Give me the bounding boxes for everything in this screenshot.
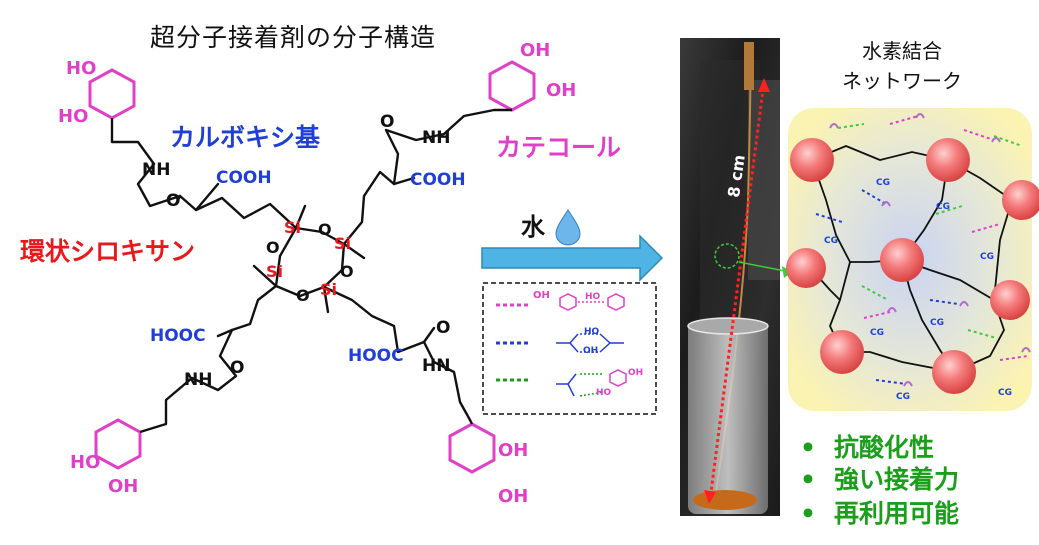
group-o: O	[166, 191, 181, 211]
network-spheres	[786, 138, 1039, 394]
group-si: Si	[320, 280, 338, 299]
cg-label: CG	[876, 178, 890, 188]
group-cooh: COOH	[410, 170, 466, 190]
group-si: Si	[266, 262, 284, 281]
network-title: 水素結合 ネットワーク	[842, 36, 962, 96]
label-siloxane: 環状シロキサン	[20, 237, 196, 266]
chain-lower-left	[164, 284, 278, 426]
cg-label: CG	[930, 318, 944, 328]
network-title-line1: 水素結合	[862, 39, 942, 63]
group-oh: OH	[498, 486, 529, 507]
measurement-line	[708, 81, 766, 501]
group-hooc: HOOC	[348, 346, 404, 366]
group-o: O	[318, 220, 332, 239]
property-item: •抗酸化性	[800, 433, 934, 462]
legend-ho: HO	[584, 327, 600, 337]
group-si: Si	[334, 234, 352, 253]
water-drop-icon	[555, 209, 581, 246]
group-oh: OH	[498, 440, 529, 461]
cg-label: CG	[824, 236, 838, 246]
group-si: Si	[284, 218, 302, 237]
group-ho: HO	[66, 58, 97, 79]
group-o: O	[436, 318, 451, 338]
cg-label: CG	[998, 388, 1012, 398]
chain-upper-right	[342, 108, 496, 246]
network-title-line2: ネットワーク	[842, 69, 962, 93]
group-oh: OH	[108, 476, 139, 497]
label-carboxyl: カルボキシ基	[170, 123, 321, 152]
group-nh: NH	[422, 128, 451, 148]
group-o: O	[266, 238, 280, 257]
legend-oh: OH	[583, 346, 599, 356]
legend-oh: OH	[628, 368, 644, 378]
catechol-ring-bottom-right	[448, 422, 496, 474]
group-o: O	[296, 286, 310, 305]
group-o: O	[340, 262, 354, 281]
chain-lower-right	[322, 285, 472, 422]
legend-oh: OH	[533, 290, 550, 301]
group-ho: HO	[70, 452, 101, 473]
group-o: O	[230, 358, 245, 378]
label-water: 水	[521, 213, 545, 241]
property-item: •強い接着力	[800, 465, 959, 494]
group-hn: HN	[422, 356, 451, 376]
legend-ho: HO	[596, 388, 612, 398]
cg-label: CG	[936, 202, 950, 212]
reaction-arrow	[481, 234, 664, 282]
zoom-circle	[714, 243, 740, 269]
cg-label: CG	[980, 252, 994, 262]
group-ho: HO	[58, 106, 89, 127]
cg-label: CG	[896, 392, 910, 402]
group-oh: OH	[546, 80, 577, 101]
group-nh: NH	[184, 370, 213, 390]
group-o: O	[380, 112, 395, 132]
group-nh: NH	[142, 160, 171, 180]
group-cooh: COOH	[216, 168, 272, 188]
legend-ho: HO	[585, 292, 601, 302]
property-item: •再利用可能	[800, 499, 959, 528]
group-oh: OH	[520, 40, 551, 61]
glass-vial	[688, 322, 768, 514]
figure-title: 超分子接着剤の分子構造	[150, 23, 437, 52]
cg-label: CG	[870, 328, 884, 338]
label-catechol: カテコール	[496, 133, 622, 162]
group-hooc: HOOC	[150, 326, 206, 346]
